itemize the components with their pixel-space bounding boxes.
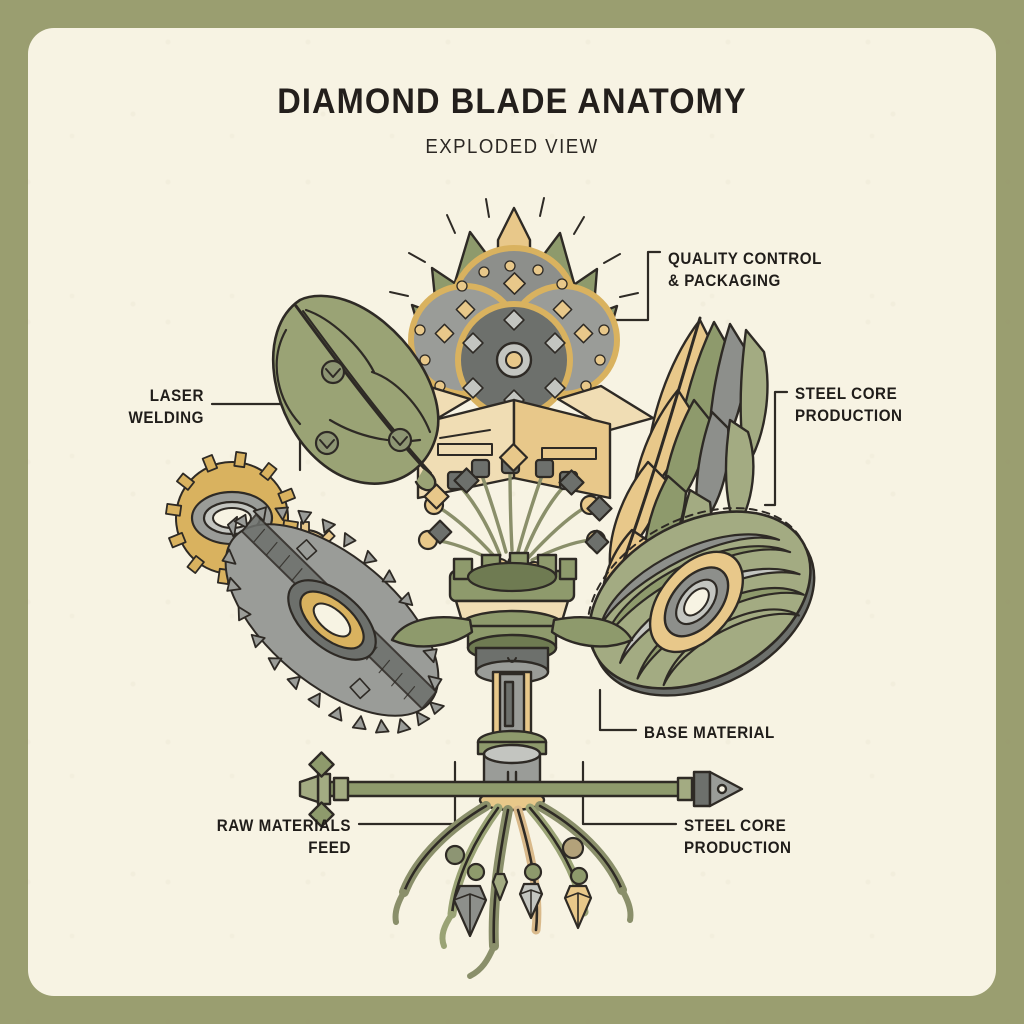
- callout-laser-welding: LASER WELDING: [128, 387, 204, 428]
- callout-base-material: BASE MATERIAL: [644, 724, 775, 742]
- stem-leaves: [390, 616, 634, 648]
- flower-head-group: [390, 442, 634, 685]
- root-system-group: [392, 801, 634, 979]
- leader-quality-control: [588, 250, 662, 322]
- gear-crown: [448, 551, 578, 623]
- blade-front: [455, 301, 573, 419]
- swirl-disc-group: [586, 507, 816, 697]
- callout-quality-control: QUALITY CONTROL & PACKAGING: [668, 250, 822, 291]
- leaf-gems: [314, 359, 413, 456]
- callout-steel-core-bottom: STEEL CORE PRODUCTION: [684, 817, 792, 858]
- feed-bar-group: [298, 751, 744, 828]
- callout-steel-core-top: STEEL CORE PRODUCTION: [795, 385, 903, 426]
- callout-raw-materials: RAW MATERIALS FEED: [216, 817, 351, 858]
- saw-teeth: [221, 506, 445, 734]
- leader-base-material: [598, 688, 638, 732]
- page-subtitle: EXPLODED VIEW: [425, 136, 599, 158]
- floating-diamonds: [423, 442, 613, 555]
- leaf-left-group: [271, 294, 440, 492]
- gear-blade-cluster-group: [165, 451, 445, 734]
- sparkle-rays: [389, 197, 639, 298]
- root-crystals: [444, 836, 593, 938]
- saw-blade: [221, 506, 445, 734]
- leader-steel-core-top: [763, 390, 789, 507]
- page-title: DIAMOND BLADE ANATOMY: [277, 82, 747, 121]
- disc-rim-teeth: [586, 507, 804, 653]
